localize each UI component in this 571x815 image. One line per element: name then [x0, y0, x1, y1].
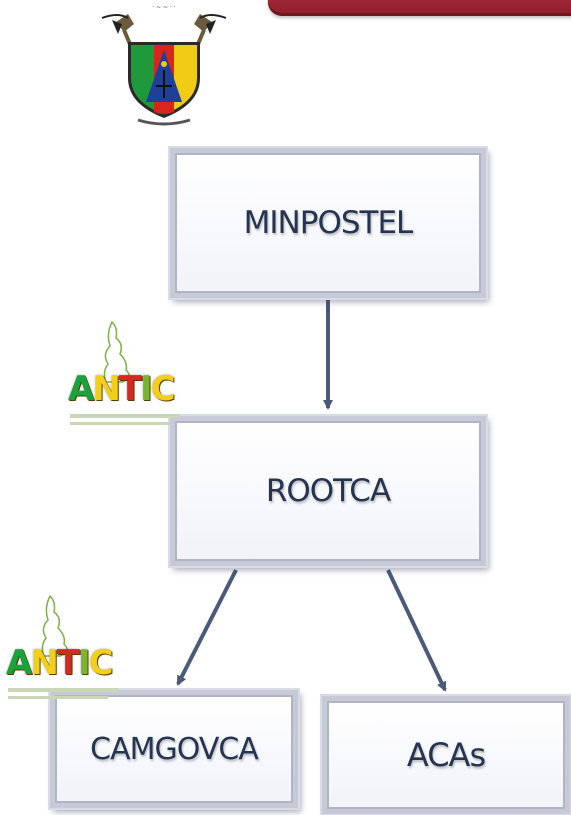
node-acas: ACAs: [320, 694, 571, 815]
node-label: ACAs: [406, 736, 486, 774]
edge-rootca-camgovca: [176, 569, 238, 686]
node-label: CAMGOVCA: [90, 731, 259, 767]
edge-rootca-acas: [386, 569, 447, 692]
node-label: ROOTCA: [265, 473, 391, 509]
cameroon-map-icon: [70, 320, 180, 425]
node-camgovca: CAMGOVCA: [48, 688, 300, 810]
antic-wordmark: ANTIC: [6, 643, 114, 683]
node-minpostel: MINPOSTEL: [168, 146, 488, 300]
antic-logo: ANTIC: [62, 318, 186, 436]
header-banner: [268, 0, 571, 16]
antic-logo: ANTIC: [0, 592, 124, 710]
node-label: MINPOSTEL: [243, 205, 414, 241]
coat-of-arms-icon: · ~ ~ · ·: [101, 4, 227, 126]
node-rootca: ROOTCA: [168, 414, 488, 568]
cameroon-map-icon: [8, 594, 118, 699]
svg-text:· ~ ~ · ·: · ~ ~ · ·: [152, 4, 175, 11]
antic-wordmark: ANTIC: [68, 369, 176, 409]
